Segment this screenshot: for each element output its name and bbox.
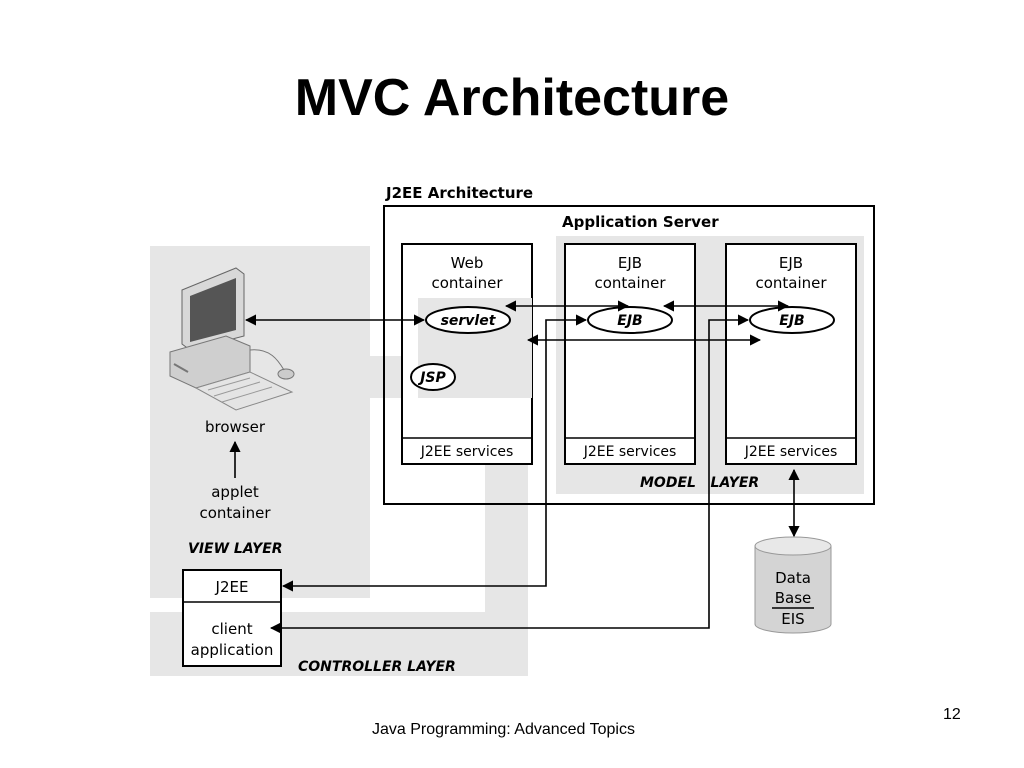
database-label-line1: Data bbox=[775, 569, 811, 587]
web-container-title-line2: container bbox=[431, 274, 503, 292]
applet-container-line1: applet bbox=[211, 483, 259, 501]
computer-icon bbox=[169, 267, 295, 411]
client-application-line1: client bbox=[211, 620, 252, 638]
ejb-container-2-title-line2: container bbox=[755, 274, 827, 292]
database-label-line3: EIS bbox=[781, 610, 804, 628]
j2ee-services-label: J2EE services bbox=[744, 444, 838, 460]
page-number: 12 bbox=[943, 706, 961, 723]
view-layer-label: VIEW LAYER bbox=[188, 541, 283, 557]
model-layer-label: MODEL LAYER bbox=[640, 475, 759, 491]
application-server-label: Application Server bbox=[562, 213, 719, 231]
web-container-title-line1: Web bbox=[451, 254, 484, 272]
slide-title: MVC Architecture bbox=[294, 69, 730, 127]
servlet-node: servlet bbox=[425, 306, 511, 334]
applet-container-line2: container bbox=[199, 504, 271, 522]
browser-label: browser bbox=[205, 418, 266, 436]
j2ee-architecture-label: J2EE Architecture bbox=[385, 184, 533, 202]
jsp-label: JSP bbox=[417, 370, 446, 386]
ejb-node-1-label: EJB bbox=[617, 313, 642, 329]
client-application-line2: application bbox=[191, 641, 274, 659]
ejb-container-2: EJB container J2EE services bbox=[725, 243, 857, 465]
ejb-container-1-title-line1: EJB bbox=[618, 254, 642, 272]
ejb-container-1-title-line2: container bbox=[594, 274, 666, 292]
controller-layer-label: CONTROLLER LAYER bbox=[298, 659, 456, 675]
j2ee-client-label: J2EE bbox=[215, 578, 249, 596]
servlet-label: servlet bbox=[441, 313, 497, 329]
ejb-container-2-title-line1: EJB bbox=[779, 254, 803, 272]
slide-footer: Java Programming: Advanced Topics bbox=[372, 721, 635, 738]
j2ee-services-label: J2EE services bbox=[583, 444, 677, 460]
ejb-node-2: EJB bbox=[749, 306, 835, 334]
connector-arrows bbox=[229, 300, 800, 634]
web-container: Web container J2EE services bbox=[401, 243, 533, 465]
ejb-container-1: EJB container J2EE services bbox=[564, 243, 696, 465]
ejb-node-2-label: EJB bbox=[779, 313, 804, 329]
ejb-node-1: EJB bbox=[587, 306, 673, 334]
database-icon: Data Base EIS bbox=[754, 536, 832, 634]
jsp-node: JSP bbox=[410, 363, 456, 391]
j2ee-services-label: J2EE services bbox=[420, 444, 514, 460]
client-application-box: J2EE client application bbox=[182, 569, 282, 667]
client-app-ejb2-arrow bbox=[269, 314, 750, 634]
database-label-line2: Base bbox=[775, 589, 812, 607]
